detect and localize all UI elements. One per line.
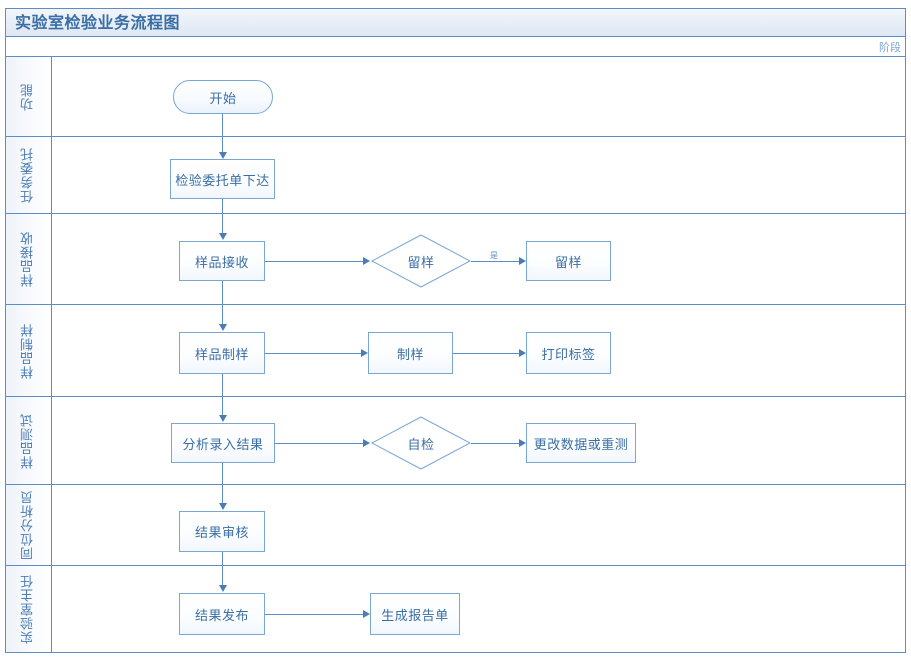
- lane-label-text: 样品接收: [21, 231, 36, 287]
- arrowhead-modify-retest: [519, 439, 526, 447]
- arrowhead-into-result-review: [219, 503, 227, 510]
- node-print-label-label: 打印标签: [541, 347, 596, 363]
- connector-into-sample-receive: [222, 214, 223, 235]
- connector-analysis-down: [222, 463, 223, 485]
- diagram-frame: [5, 8, 906, 653]
- swimlane-row-yangpinzhiyang: 样品制样 样品制样 制样 打印标签: [6, 305, 905, 397]
- lane-label-shiyanshizhuren: 实验室主任: [6, 566, 52, 652]
- stage-header-strip: 阶段: [6, 38, 905, 57]
- connector-analysis-to-selfcheck: [275, 443, 365, 444]
- arrowhead-retain-decision: [363, 257, 370, 265]
- connector-receive-down: [222, 281, 223, 305]
- swimlane-row-yangpinjieshou: 样品接收 样品接收 留样 是: [6, 214, 905, 305]
- swimlane-row-shiyanshizhuren: 实验室主任 结果发布 生成报告单: [6, 566, 905, 652]
- arrowhead-selfcheck: [363, 439, 370, 447]
- lane-label-yangpinjieshou: 样品接收: [6, 214, 52, 304]
- node-analysis-entry-label: 分析录入结果: [182, 437, 264, 453]
- connector-prepare-down: [222, 374, 223, 397]
- node-generate-report[interactable]: 生成报告单: [370, 593, 460, 635]
- node-retain-action[interactable]: 留样: [526, 241, 611, 281]
- page-title: 实验室检验业务流程图: [15, 12, 181, 32]
- lane-label-yangpinceshi: 样品测试: [6, 397, 52, 484]
- arrowhead-retain-action: [519, 257, 526, 265]
- node-analysis-entry[interactable]: 分析录入结果: [171, 423, 275, 463]
- diagram-title-bar: 实验室检验业务流程图: [6, 9, 905, 37]
- connector-commission-down: [222, 199, 223, 214]
- lane-label-text: 样品测试: [21, 412, 36, 469]
- connector-review-down: [222, 552, 223, 566]
- node-sample-prepare-label: 样品制样: [194, 347, 249, 363]
- connector-into-result-publish: [222, 566, 223, 587]
- node-self-check[interactable]: 自检: [371, 416, 471, 470]
- swimlane-row-renwuweituo: 任务委托 检验委托单下达: [6, 137, 905, 214]
- swimlane-grid: 功能 开始 任务委托 检验委托单下达: [6, 57, 905, 652]
- connector-receive-to-retain: [265, 261, 366, 262]
- lane-label-yangpinzhiyang: 样品制样: [6, 305, 52, 396]
- node-commission-issue-label: 检验委托单下达: [175, 173, 270, 189]
- node-result-publish-label: 结果发布: [194, 608, 249, 624]
- connector-into-analysis: [222, 397, 223, 417]
- lane-label-text: 实验室主任: [21, 574, 36, 644]
- node-self-check-label: 自检: [407, 437, 435, 453]
- node-commission-issue[interactable]: 检验委托单下达: [170, 159, 275, 199]
- lane-content-tongweifenxiyuan: 结果审核: [53, 485, 905, 566]
- connector-selfcheck-to-modify: [471, 443, 523, 444]
- arrowhead-print-label: [519, 349, 526, 357]
- node-prepare-action[interactable]: 制样: [368, 332, 453, 374]
- stage-label: 阶段: [879, 40, 901, 54]
- lane-content-yangpinceshi: 分析录入结果 自检 更改数据或重测: [53, 397, 905, 485]
- lane-content-yangpinzhiyang: 样品制样 制样 打印标签: [53, 305, 905, 397]
- connector-action-to-print: [453, 353, 523, 354]
- arrowhead-into-sample-prepare: [219, 324, 227, 331]
- lane-label-gongneng: 功能: [6, 57, 52, 136]
- node-result-publish[interactable]: 结果发布: [179, 593, 265, 635]
- lane-content-shiyanshizhuren: 结果发布 生成报告单: [53, 566, 905, 652]
- lane-label-text: 功能: [21, 82, 36, 111]
- node-result-review-label: 结果审核: [194, 526, 249, 541]
- arrowhead-prepare-action: [361, 349, 368, 357]
- swimlane-row-yangpinceshi: 样品测试 分析录入结果 自检 更改: [6, 397, 905, 485]
- lane-content-renwuweituo: 检验委托单下达: [53, 137, 905, 214]
- edge-label-retain-yes: 是: [490, 251, 498, 260]
- connector-into-commission: [222, 137, 223, 154]
- node-modify-or-retest[interactable]: 更改数据或重测: [526, 423, 636, 463]
- diamond-shape: [371, 416, 471, 470]
- swimlane-row-tongweifenxiyuan: 同位分析员 结果审核: [6, 485, 905, 566]
- diamond-shape: [371, 234, 471, 288]
- connector-retain-yes: [471, 261, 523, 262]
- node-sample-prepare[interactable]: 样品制样: [179, 332, 265, 374]
- arrowhead-into-analysis: [219, 415, 227, 422]
- node-sample-receive-label: 样品接收: [194, 255, 249, 271]
- node-retain-action-label: 留样: [554, 255, 582, 271]
- node-print-label[interactable]: 打印标签: [526, 332, 611, 374]
- lane-content-gongneng: 开始: [53, 57, 905, 137]
- node-generate-report-label: 生成报告单: [381, 608, 449, 624]
- node-prepare-action-label: 制样: [396, 347, 424, 363]
- arrowhead-generate-report: [363, 610, 370, 618]
- connector-into-sample-prepare: [222, 305, 223, 326]
- connector-start-down: [222, 114, 223, 137]
- lane-label-text: 样品制样: [21, 322, 36, 379]
- connector-prepare-to-action: [265, 353, 363, 354]
- lane-label-renwuweituo: 任务委托: [6, 137, 52, 213]
- node-retain-decision-label: 留样: [407, 255, 435, 271]
- lane-label-tongweifenxiyuan: 同位分析员: [6, 485, 52, 565]
- lane-label-text: 同位分析员: [21, 490, 36, 560]
- node-start-label: 开始: [209, 91, 237, 107]
- lane-label-text: 任务委托: [21, 147, 36, 203]
- lane-content-yangpinjieshou: 样品接收 留样 是 留样: [53, 214, 905, 305]
- arrowhead-into-result-publish: [219, 585, 227, 592]
- node-sample-receive[interactable]: 样品接收: [179, 241, 265, 281]
- connector-into-result-review: [222, 485, 223, 505]
- arrowhead-into-sample-receive: [219, 233, 227, 240]
- node-start[interactable]: 开始: [173, 80, 273, 114]
- node-modify-or-retest-label: 更改数据或重测: [533, 437, 629, 453]
- node-result-review[interactable]: 结果审核: [179, 511, 265, 552]
- connector-publish-to-report: [265, 614, 365, 615]
- arrowhead-into-commission: [219, 152, 227, 159]
- swimlane-row-gongneng: 功能 开始: [6, 57, 905, 137]
- node-retain-decision[interactable]: 留样: [371, 234, 471, 288]
